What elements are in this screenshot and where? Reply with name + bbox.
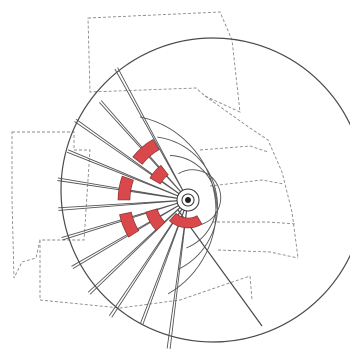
radial-spoke: [117, 67, 189, 201]
highlighted-segment: [149, 164, 169, 185]
hub: [176, 188, 200, 212]
diagonal-line: [177, 209, 263, 327]
radial-spoke: [75, 118, 189, 201]
radial-spoke-edge: [89, 199, 189, 295]
fan-arc: [169, 155, 217, 249]
radial-spoke: [87, 199, 189, 293]
dashed-background-outline: [11, 11, 299, 309]
fan-arc: [157, 136, 218, 270]
highlighted-segment: [145, 208, 166, 232]
background-inner-line-1: [199, 145, 269, 153]
fan-arc: [178, 169, 222, 225]
highlighted-segment: [117, 175, 134, 201]
background-frame-top: [87, 11, 241, 113]
background-inner-line-3: [212, 221, 297, 225]
highlighted-segment: [119, 211, 140, 238]
radial-spoke-edge: [66, 151, 189, 201]
radial-spoke-edge: [74, 121, 189, 201]
radial-spoke-edge: [58, 199, 189, 211]
background-frame-right: [204, 95, 299, 259]
background-inner-line-4: [217, 249, 299, 259]
outer-circle: [60, 37, 350, 343]
highlighted-segment: [168, 212, 203, 229]
hub-center-dot: [185, 197, 191, 203]
radial-spokes: [57, 67, 189, 349]
fan-arc: [139, 116, 217, 295]
radial-spoke-edge: [114, 68, 189, 201]
fan-arcs: [139, 116, 222, 295]
highlighted-segment: [132, 138, 160, 165]
background-inner-line-2: [209, 179, 285, 187]
highlighted-segments: [117, 138, 203, 238]
